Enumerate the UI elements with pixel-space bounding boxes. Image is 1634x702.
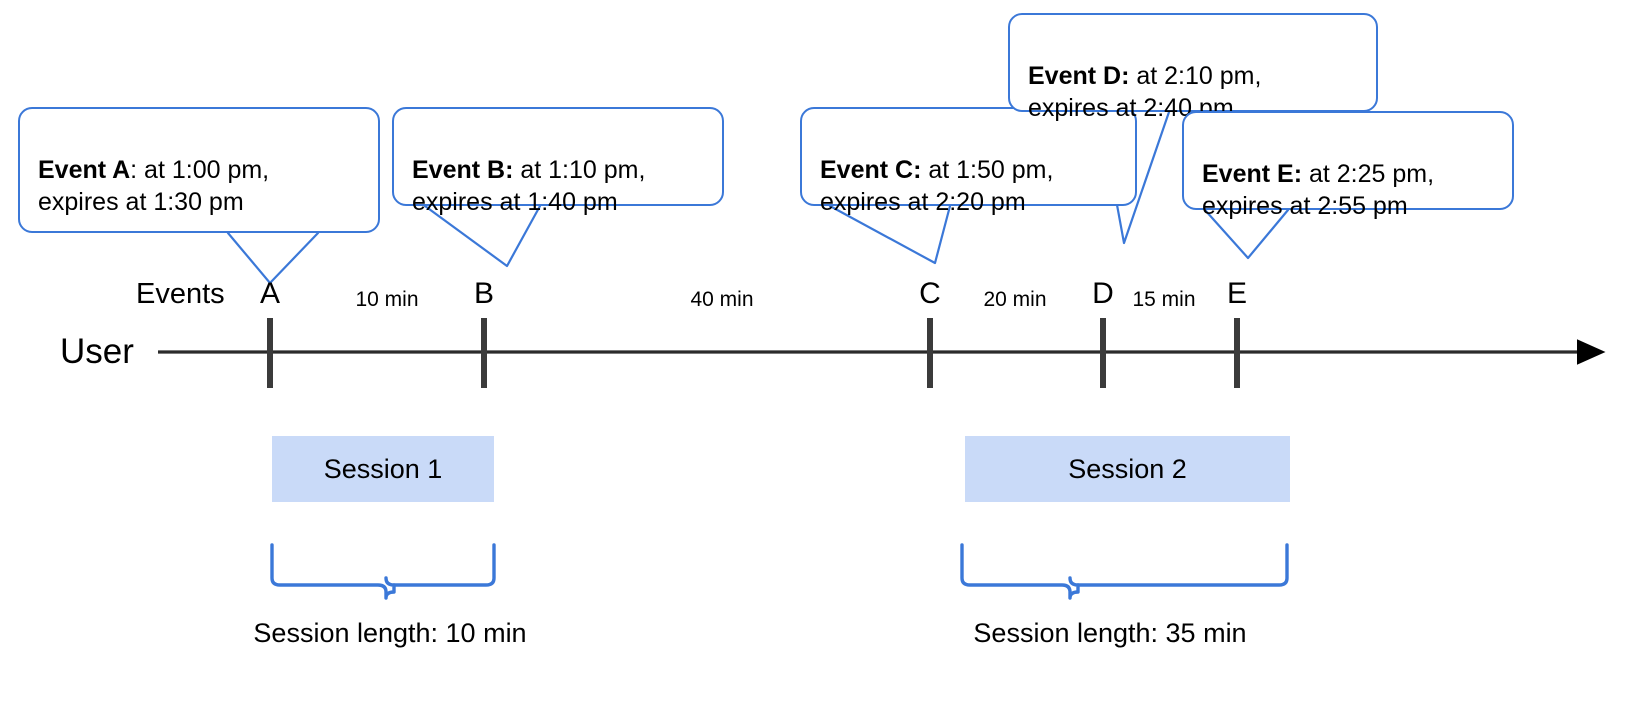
callout-event-d-title: Event D: <box>1028 61 1130 90</box>
callout-tail-b <box>423 204 542 268</box>
tick-label-a: A <box>259 277 281 310</box>
callout-event-c-body: at 1:50 pm, expires at 2:20 pm <box>820 155 1054 217</box>
gap-label-c-d: 20 min <box>983 288 1047 311</box>
events-row-label: Events <box>136 278 225 310</box>
callout-event-b-body: at 1:10 pm, expires at 1:40 pm <box>412 155 646 217</box>
session-length-caption-2: Session length: 35 min <box>973 618 1247 648</box>
session-brace-1-right <box>392 543 496 587</box>
tick-label-c: C <box>919 277 941 310</box>
callout-event-a-title: Event A <box>38 155 131 184</box>
callout-event-b-title: Event B: <box>412 155 514 184</box>
tick-label-d: D <box>1092 277 1114 310</box>
tick-label-e: E <box>1226 277 1248 310</box>
session-brace-1 <box>270 543 396 600</box>
callout-event-a-body: : at 1:00 pm, expires at 1:30 pm <box>38 155 270 217</box>
gap-label-d-e: 15 min <box>1132 288 1196 311</box>
session-length-caption-1: Session length: 10 min <box>253 618 527 648</box>
session-block-1-label: Session 1 <box>323 453 443 484</box>
tick-label-b: B <box>473 277 495 310</box>
user-row-label: User <box>60 332 134 371</box>
callout-event-a: Event A: at 1:00 pm, expires at 1:30 pm <box>18 107 380 233</box>
callout-tail-a <box>226 231 320 285</box>
callout-event-c: Event C: at 1:50 pm, expires at 2:20 pm <box>800 107 1137 216</box>
session-block-2: Session 2 <box>965 436 1290 502</box>
gap-label-a-b: 10 min <box>355 288 419 311</box>
callout-event-b: Event B: at 1:10 pm, expires at 1:40 pm <box>392 107 724 216</box>
callout-event-e-title: Event E: <box>1202 159 1303 188</box>
callout-event-d-body: at 2:10 pm, expires at 2:40 pm <box>1028 61 1262 123</box>
callout-event-e: Event E: at 2:25 pm, expires at 2:55 pm <box>1182 111 1514 220</box>
callout-tail-c <box>828 204 952 265</box>
session-block-1: Session 1 <box>272 436 494 502</box>
session-brace-2-right <box>1076 543 1289 587</box>
callout-tail-e <box>1203 208 1290 260</box>
callout-event-d: Event D: at 2:10 pm, expires at 2:40 pm <box>1008 13 1378 122</box>
gap-label-b-c: 40 min <box>690 288 754 311</box>
session-block-2-label: Session 2 <box>1068 453 1187 484</box>
session-brace-2 <box>960 543 1080 600</box>
callout-event-e-body: at 2:25 pm, expires at 2:55 pm <box>1202 159 1435 221</box>
callout-event-c-title: Event C: <box>820 155 922 184</box>
